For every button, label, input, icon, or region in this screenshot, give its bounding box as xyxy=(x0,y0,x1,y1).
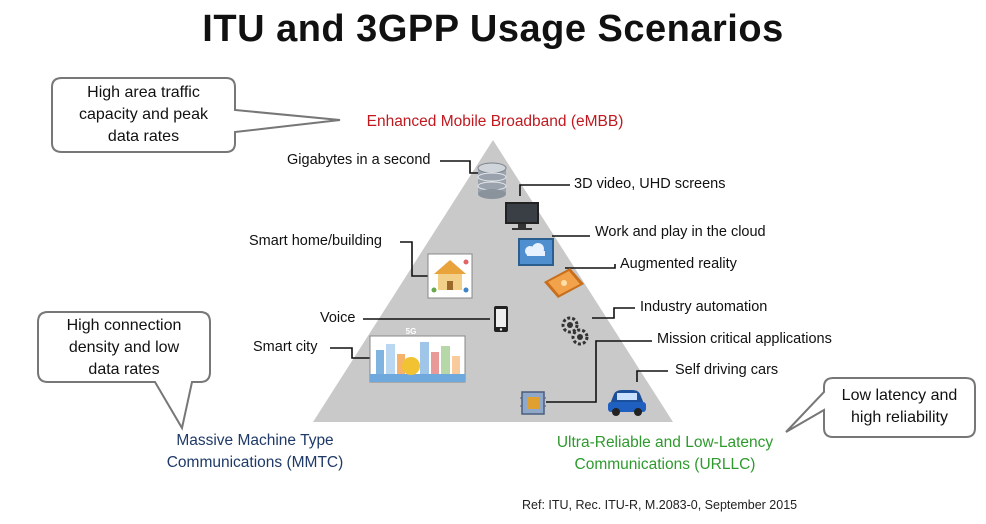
label-ar: Augmented reality xyxy=(620,256,737,272)
embb-label: Enhanced Mobile Broadband (eMBB) xyxy=(366,113,624,130)
embb-bubble-line1: High area traffic xyxy=(87,84,200,101)
smart-home-icon xyxy=(427,253,473,299)
leader-smart-city xyxy=(330,347,370,359)
embb-bubble-line2: capacity and peak xyxy=(79,106,208,123)
smartphone-icon xyxy=(494,306,508,332)
label-gigabytes: Gigabytes in a second xyxy=(287,152,431,168)
urllc-bubble-line1: Low latency and xyxy=(841,387,958,404)
embb-bubble-text: High area traffic capacity and peak data… xyxy=(52,82,235,148)
leader-video xyxy=(519,184,570,196)
label-mission: Mission critical applications xyxy=(657,331,832,347)
label-industry: Industry automation xyxy=(640,299,768,315)
page-title: ITU and 3GPP Usage Scenarios xyxy=(202,8,784,50)
leader-ar xyxy=(565,264,616,269)
gears-icon xyxy=(561,316,589,346)
reference-note: Ref: ITU, Rec. ITU-R, M.2083-0, Septembe… xyxy=(522,498,798,512)
label-cloud: Work and play in the cloud xyxy=(595,224,766,240)
embb-bubble xyxy=(51,77,341,153)
city-badge-text: 5G xyxy=(406,327,417,336)
label-voice: Voice xyxy=(320,310,356,326)
mmtc-bubble xyxy=(37,311,211,431)
mmtc-bubble-line3: data rates xyxy=(88,361,160,378)
leader-mission xyxy=(546,340,652,403)
urllc-bubble xyxy=(785,377,976,438)
cloud-monitor-icon xyxy=(518,238,554,266)
mmtc-label: Massive Machine Type Communications (MMT… xyxy=(140,430,370,474)
label-smart-home: Smart home/building xyxy=(249,233,382,249)
mmtc-label-line2: Communications (MMTC) xyxy=(166,454,344,471)
urllc-label-line2: Communications (URLLC) xyxy=(574,456,756,473)
urllc-label: Ultra-Reliable and Low-Latency Communica… xyxy=(520,432,810,476)
urllc-bubble-text: Low latency and high reliability xyxy=(824,385,975,429)
leader-smart-home xyxy=(400,241,428,277)
mmtc-label-line1: Massive Machine Type xyxy=(176,432,334,449)
urllc-label-line1: Ultra-Reliable and Low-Latency xyxy=(556,434,774,451)
mmtc-bubble-line2: density and low xyxy=(68,339,180,356)
label-smart-city: Smart city xyxy=(253,339,318,355)
embb-bubble-line3: data rates xyxy=(107,128,180,145)
chip-icon xyxy=(520,391,546,415)
label-video: 3D video, UHD screens xyxy=(574,176,726,192)
urllc-bubble-line2: high reliability xyxy=(851,409,948,426)
leader-cars xyxy=(636,370,668,382)
mmtc-bubble-text: High connection density and low data rat… xyxy=(38,315,210,381)
label-cars: Self driving cars xyxy=(675,362,779,378)
car-icon xyxy=(608,390,646,416)
leader-gigabytes xyxy=(440,160,478,174)
mmtc-bubble-line1: High connection xyxy=(66,317,182,334)
ar-tablet-icon xyxy=(544,268,584,298)
smart-city-icon xyxy=(369,335,466,383)
tv-screen-icon xyxy=(505,202,539,230)
database-icon xyxy=(477,162,507,199)
leader-industry xyxy=(592,307,635,319)
